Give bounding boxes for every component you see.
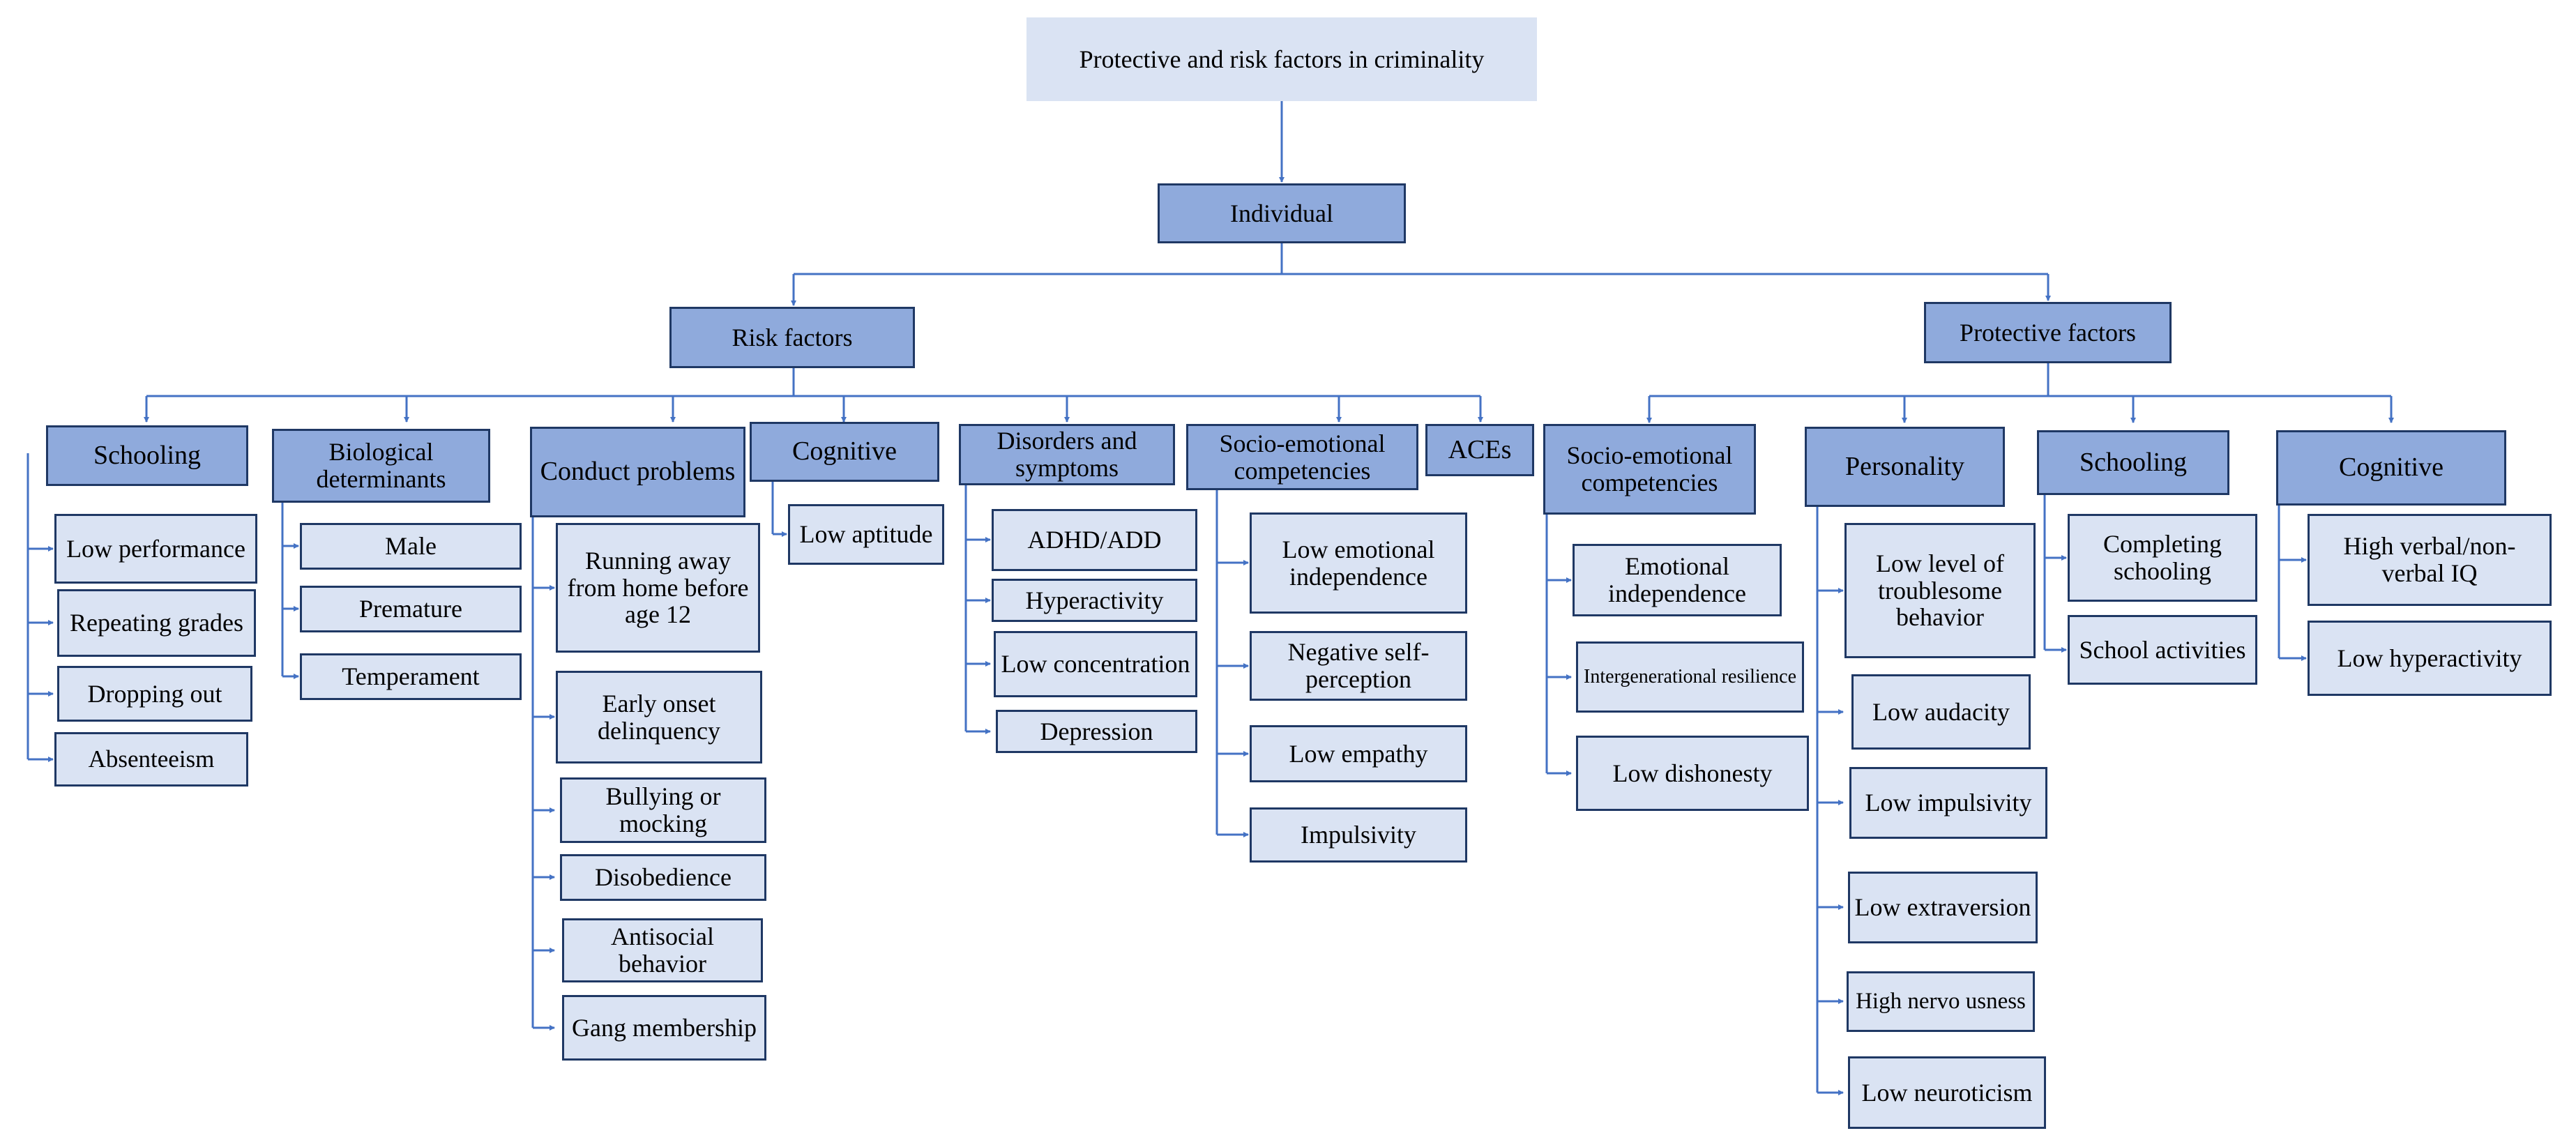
protective-category-schooling: Schooling — [2037, 430, 2229, 495]
risk-category-cognitive: Cognitive — [750, 422, 939, 482]
leaf-low-level-of-troublesome-behavior: Low level of troublesome behavior — [1844, 523, 2036, 658]
leaf-intergenerational-resilience: Intergenerational resilience — [1576, 641, 1804, 713]
leaf-bullying-or-mocking: Bullying or mocking — [560, 777, 766, 843]
protective-category-socio-emotional-competencies: Socio-emotional competencies — [1543, 424, 1756, 515]
leaf-low-dishonesty: Low dishonesty — [1576, 736, 1809, 811]
leaf-running-away: Running away from home before age 12 — [556, 523, 760, 653]
risk-factors-node: Risk factors — [669, 307, 915, 368]
leaf-gang-membership: Gang membership — [562, 995, 766, 1061]
risk-category-conduct-problems: Conduct problems — [530, 427, 745, 517]
leaf-dropping-out: Dropping out — [57, 666, 252, 722]
leaf-temperament: Temperament — [300, 653, 522, 700]
leaf-hyperactivity: Hyperactivity — [992, 579, 1197, 622]
risk-category-aces: ACEs — [1425, 424, 1534, 476]
leaf-high-verbal-non-verbal-iq: High verbal/non-verbal IQ — [2308, 514, 2552, 606]
leaf-completing-schooling: Completing schooling — [2068, 514, 2257, 602]
leaf-absenteeism: Absenteeism — [54, 732, 248, 787]
leaf-disobedience: Disobedience — [560, 854, 766, 901]
protective-factors-node: Protective factors — [1924, 302, 2172, 363]
leaf-impulsivity: Impulsivity — [1250, 807, 1467, 863]
leaf-depression: Depression — [996, 710, 1197, 753]
leaf-high-nervousness: High nervo usness — [1847, 971, 2035, 1032]
leaf-low-empathy: Low empathy — [1250, 725, 1467, 782]
protective-category-personality: Personality — [1805, 427, 2005, 507]
leaf-low-audacity: Low audacity — [1851, 674, 2031, 750]
leaf-emotional-independence: Emotional independence — [1573, 544, 1782, 616]
leaf-low-aptitude: Low aptitude — [788, 504, 944, 565]
leaf-low-concentration: Low concentration — [994, 631, 1197, 697]
leaf-low-impulsivity: Low impulsivity — [1849, 767, 2047, 839]
individual-node: Individual — [1158, 183, 1406, 243]
leaf-low-hyperactivity: Low hyperactivity — [2308, 621, 2552, 696]
leaf-early-onset-delinquency: Early onset delinquency — [556, 671, 762, 764]
risk-category-biological-determinants: Biological determinants — [272, 429, 490, 503]
protective-category-cognitive: Cognitive — [2276, 430, 2506, 506]
leaf-school-activities: School activities — [2068, 615, 2257, 685]
leaf-premature: Premature — [300, 586, 522, 632]
risk-category-schooling: Schooling — [46, 425, 248, 486]
leaf-negative-self-perception: Negative self-perception — [1250, 631, 1467, 701]
risk-category-socio-emotional-competencies: Socio-emotional competencies — [1186, 424, 1418, 490]
leaf-antisocial-behavior: Antisocial behavior — [562, 918, 763, 982]
leaf-low-extraversion: Low extraversion — [1848, 872, 2038, 943]
leaf-low-performance: Low performance — [54, 514, 257, 584]
leaf-repeating-grades: Repeating grades — [57, 589, 256, 657]
root-node: Protective and risk factors in criminali… — [1026, 17, 1537, 101]
leaf-low-emotional-independence: Low emotional independence — [1250, 512, 1467, 614]
leaf-male: Male — [300, 523, 522, 570]
leaf-low-neuroticism: Low neuroticism — [1848, 1056, 2046, 1129]
risk-category-disorders-and-symptoms: Disorders and symptoms — [959, 424, 1175, 485]
leaf-adhd-add: ADHD/ADD — [992, 509, 1197, 571]
